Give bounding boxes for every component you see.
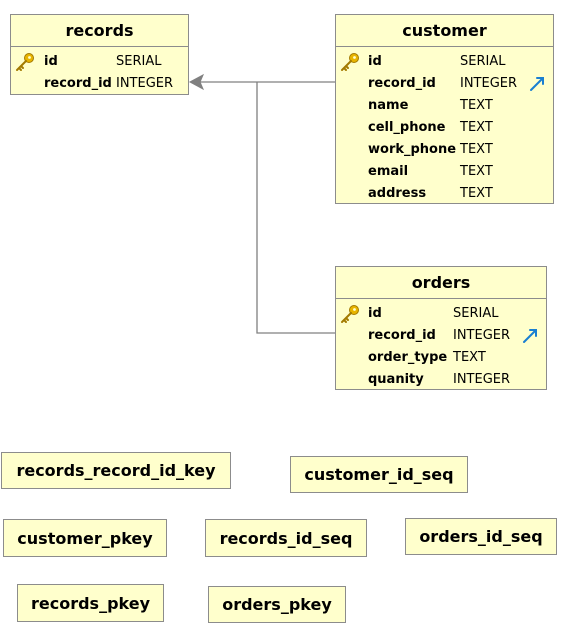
column-type: INTEGER [453, 372, 511, 387]
column-name: order_type [368, 350, 448, 365]
column-row[interactable]: email TEXT [336, 161, 553, 183]
column-row[interactable]: record_id INTEGER [11, 73, 188, 95]
column-type: TEXT [460, 142, 493, 157]
foreign-key-arrow-icon [530, 77, 544, 91]
column-name: record_id [368, 328, 436, 343]
orders-records-connector [256, 82, 335, 334]
column-name: id [368, 306, 382, 321]
column-row[interactable]: cell_phone TEXT [336, 117, 553, 139]
column-row[interactable]: quanity INTEGER [336, 369, 546, 391]
column-row[interactable]: order_type TEXT [336, 347, 546, 369]
column-type: TEXT [460, 164, 493, 179]
column-row[interactable]: record_id INTEGER [336, 325, 546, 347]
object-customer-pkey[interactable]: customer_pkey [3, 519, 167, 557]
column-type: SERIAL [453, 306, 499, 321]
column-name: work_phone [368, 142, 457, 157]
column-type: INTEGER [460, 76, 518, 91]
column-name: id [44, 54, 58, 69]
column-type: INTEGER [116, 76, 174, 91]
column-name: cell_phone [368, 120, 446, 135]
column-row[interactable]: record_id INTEGER [336, 73, 553, 95]
column-row[interactable]: id SERIAL [336, 51, 553, 73]
table-columns: id SERIAL record_id INTEGER [11, 47, 188, 95]
column-name: address [368, 186, 427, 201]
column-type: TEXT [453, 350, 486, 365]
column-name: id [368, 54, 382, 69]
object-records-id-seq[interactable]: records_id_seq [205, 519, 367, 557]
column-row[interactable]: name TEXT [336, 95, 553, 117]
table-orders[interactable]: orders id SERIAL record_id INTEGER order… [335, 266, 547, 390]
column-row[interactable]: address TEXT [336, 183, 553, 205]
object-orders-pkey[interactable]: orders_pkey [208, 586, 346, 623]
table-title: customer [336, 15, 553, 47]
object-customer-id-seq[interactable]: customer_id_seq [290, 456, 468, 493]
column-name: record_id [44, 76, 112, 91]
column-type: INTEGER [453, 328, 511, 343]
primary-key-icon [341, 53, 359, 71]
table-columns: id SERIAL record_id INTEGER name TEXT ce… [336, 47, 553, 205]
column-type: SERIAL [460, 54, 506, 69]
table-title: orders [336, 267, 546, 299]
primary-key-icon [341, 305, 359, 323]
object-records-pkey[interactable]: records_pkey [17, 584, 164, 622]
table-title: records [11, 15, 188, 47]
primary-key-icon [16, 53, 34, 71]
table-customer[interactable]: customer id SERIAL record_id INTEGER nam… [335, 14, 554, 204]
foreign-key-arrow-icon [523, 329, 537, 343]
column-name: record_id [368, 76, 436, 91]
column-type: TEXT [460, 186, 493, 201]
object-records-record-id-key[interactable]: records_record_id_key [1, 452, 231, 489]
column-row[interactable]: work_phone TEXT [336, 139, 553, 161]
table-columns: id SERIAL record_id INTEGER order_type T… [336, 299, 546, 391]
column-name: quanity [368, 372, 424, 387]
column-name: name [368, 98, 409, 113]
column-type: TEXT [460, 120, 493, 135]
column-name: email [368, 164, 409, 179]
column-row[interactable]: id SERIAL [336, 303, 546, 325]
table-records[interactable]: records id SERIAL record_id INTEGER [10, 14, 189, 95]
fk-arrowhead [188, 73, 205, 91]
column-row[interactable]: id SERIAL [11, 51, 188, 73]
column-type: TEXT [460, 98, 493, 113]
column-type: SERIAL [116, 54, 162, 69]
object-orders-id-seq[interactable]: orders_id_seq [405, 518, 557, 555]
